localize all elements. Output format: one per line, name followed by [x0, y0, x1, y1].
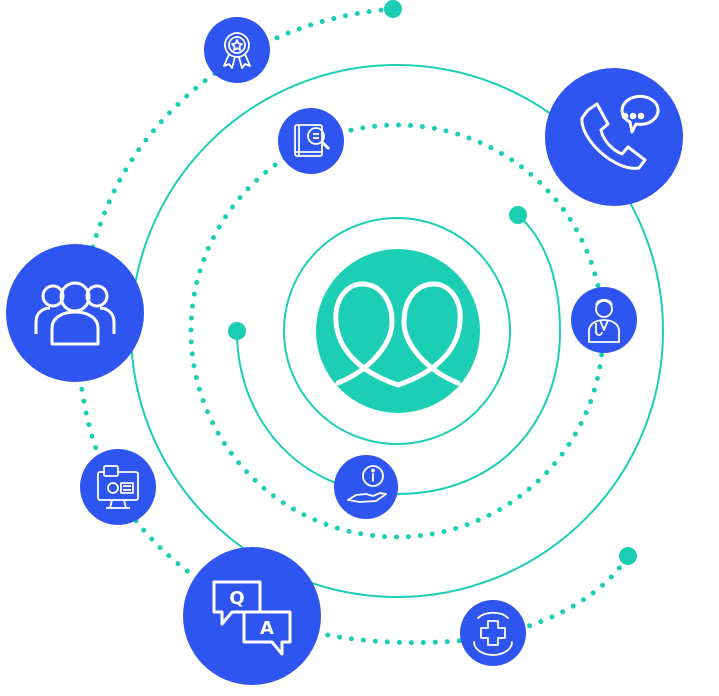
award-ribbon-icon — [223, 32, 251, 69]
qa-bubbles-icon — [212, 580, 292, 656]
orbit-dot-right — [509, 206, 527, 224]
node-online-consult — [80, 449, 156, 525]
doctor-icon — [588, 298, 620, 343]
node-care — [460, 600, 526, 666]
inner-solid-arc — [236, 214, 562, 496]
node-award — [204, 17, 270, 83]
info-hand-icon — [347, 465, 387, 503]
qa-question-label: Q — [229, 588, 244, 609]
hands-medical-cross-icon — [473, 611, 513, 656]
computer-consult-icon — [97, 465, 139, 509]
node-group — [6, 244, 144, 382]
orbit-dot-bottom-right — [619, 547, 637, 565]
group-people-icon — [34, 281, 116, 346]
node-research — [278, 108, 344, 174]
inner-solid-ring — [283, 217, 511, 445]
orbit-dot-top — [384, 0, 402, 18]
node-information — [334, 455, 398, 519]
heart-loop-logo-icon — [333, 281, 463, 388]
node-phone-chat — [545, 68, 683, 206]
phone-chat-icon — [580, 94, 660, 170]
node-doctor — [571, 287, 637, 353]
qa-answer-label: A — [260, 618, 274, 639]
orbit-dot-left — [228, 322, 246, 340]
node-qa: Q A — [183, 547, 321, 685]
book-search-icon — [294, 124, 331, 157]
center-logo — [316, 249, 480, 413]
